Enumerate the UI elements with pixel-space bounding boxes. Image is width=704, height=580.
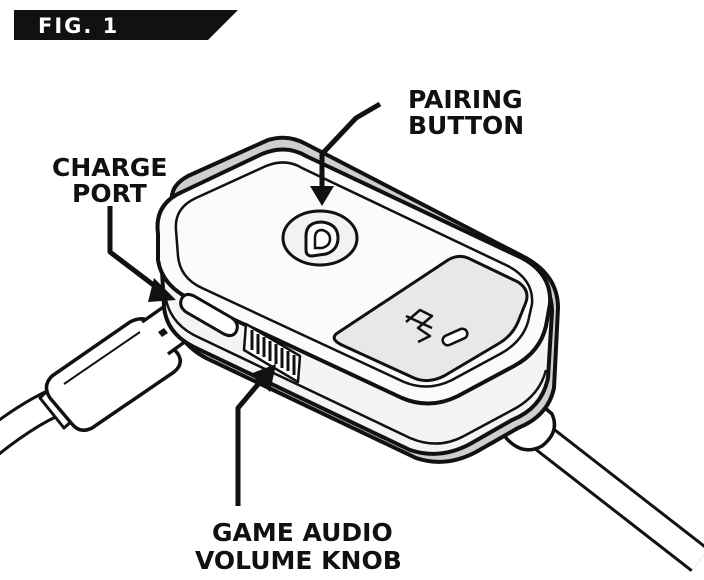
pairing-button-callout: PAIRING BUTTON [408,85,524,140]
brand-logo-icon [304,220,340,258]
volume-label-line1: GAME AUDIO [212,518,393,547]
charge-port [179,292,239,338]
volume-arrow [235,364,276,506]
pairing-label-line2: BUTTON [408,111,524,140]
bluetooth-icon [405,308,434,344]
figure-tag: FIG. 1 [14,10,238,40]
charge-label-line1: CHARGE [52,153,167,182]
volume-knob-callout: GAME AUDIO VOLUME KNOB [195,518,402,575]
device [155,135,560,464]
figure-label: FIG. 1 [38,14,119,38]
charge-arrow [107,206,176,302]
bluetooth-panel [332,254,529,383]
pairing-arrow [310,101,382,206]
status-led [441,327,469,347]
pairing-button[interactable] [281,209,359,267]
pairing-label-line1: PAIRING [408,85,523,114]
volume-knob[interactable] [242,322,302,384]
usb-cable [0,304,192,456]
charge-port-callout: CHARGE PORT [52,153,167,208]
charge-label-line2: PORT [72,179,147,208]
volume-label-line2: VOLUME KNOB [195,546,402,575]
